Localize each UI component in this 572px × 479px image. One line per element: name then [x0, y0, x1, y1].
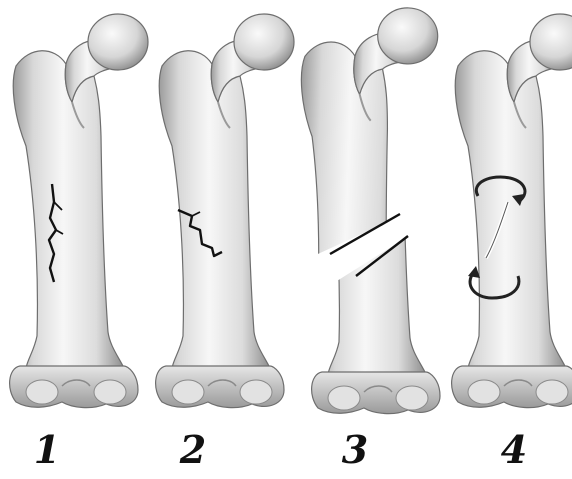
label-3: 3 [325, 430, 385, 470]
femur-1 [10, 14, 148, 408]
label-1: 1 [17, 430, 77, 470]
label-4: 4 [484, 430, 544, 470]
femur-4 [452, 14, 572, 408]
femur-2 [156, 14, 294, 408]
label-2: 2 [163, 430, 223, 470]
arrowhead-lower [468, 266, 480, 278]
femur-3 [287, 4, 450, 413]
